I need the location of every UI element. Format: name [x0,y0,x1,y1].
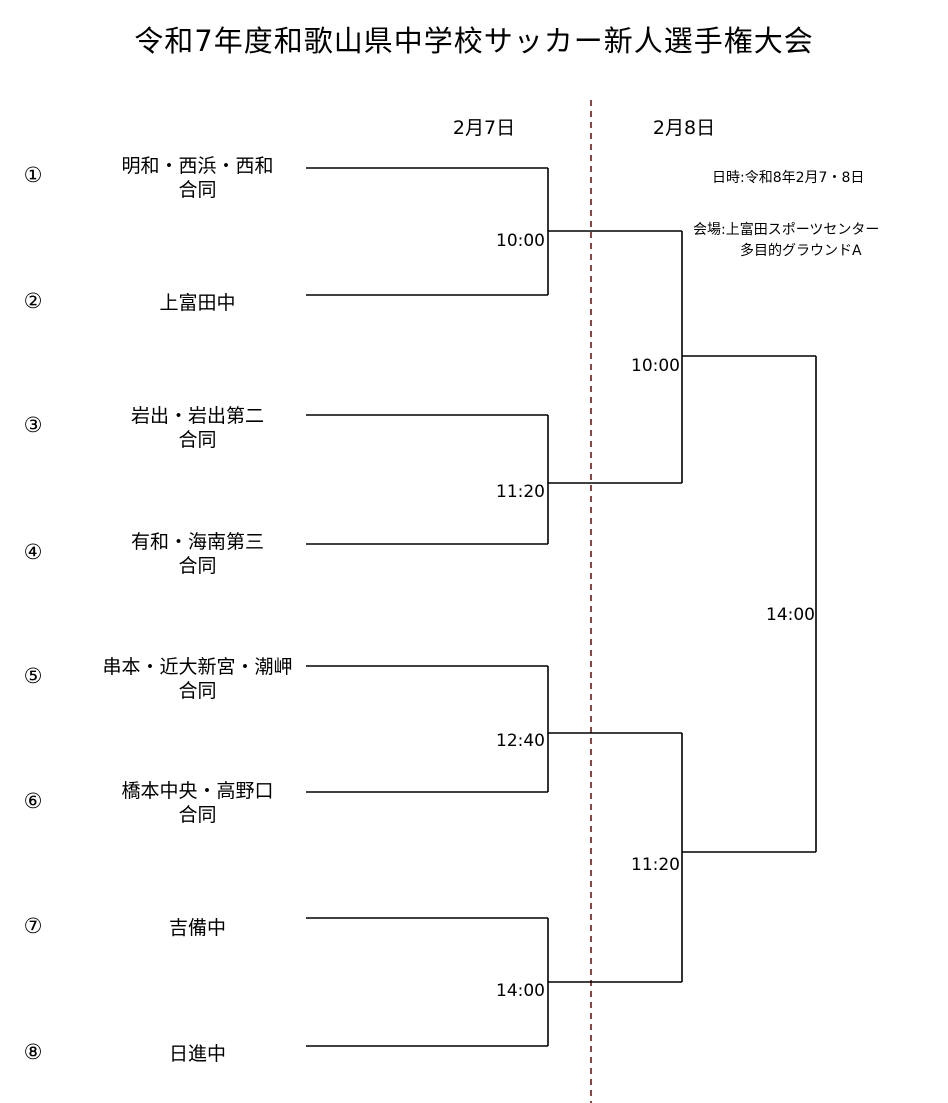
seed-6: ⑥ [23,789,43,813]
team-8-name: 日進中 [168,1043,226,1065]
team-4: 有和・海南第三 合同 [80,530,315,578]
match-time-r1-3: 12:40 [496,731,545,751]
match-time-sf-1: 10:00 [631,356,680,376]
team-4-name: 有和・海南第三 [130,531,264,553]
seed-4: ④ [23,540,43,564]
date-day1: 2月7日 [452,117,516,139]
team-3: 岩出・岩出第二 合同 [80,404,315,452]
team-1: 明和・西浜・西和 合同 [80,154,315,202]
seed-1: ① [23,163,43,187]
event-venue: 会場:上富田スポーツセンター [693,222,880,238]
date-day2: 2月8日 [652,117,716,139]
seed-7: ⑦ [23,914,43,938]
match-time-final: 14:00 [766,605,815,625]
team-5-name: 串本・近大新宮・潮岬 [102,656,293,678]
team-3-note: 合同 [178,429,217,451]
seed-8: ⑧ [23,1040,43,1064]
match-time-r1-4: 14:00 [496,981,545,1001]
team-6: 橋本中央・高野口 合同 [80,779,315,827]
match-time-r1-2: 11:20 [496,482,545,502]
page-title: 令和7年度和歌山県中学校サッカー新人選手権大会 [134,24,814,58]
team-8: 日進中 [80,1042,315,1066]
team-7: 吉備中 [80,916,315,940]
team-4-note: 合同 [178,555,217,577]
seed-5: ⑤ [23,664,43,688]
team-2-name: 上富田中 [159,292,236,314]
team-5: 串本・近大新宮・潮岬 合同 [80,655,315,703]
seed-2: ② [23,289,43,313]
match-time-sf-2: 11:20 [631,855,680,875]
team-3-name: 岩出・岩出第二 [130,405,264,427]
event-datetime: 日時:令和8年2月7・8日 [712,170,865,186]
team-1-name: 明和・西浜・西和 [121,155,274,177]
team-7-name: 吉備中 [168,917,226,939]
event-venue-detail: 多目的グラウンドA [740,243,862,259]
team-2: 上富田中 [80,291,315,315]
team-5-note: 合同 [178,680,217,702]
team-6-name: 橋本中央・高野口 [121,780,274,802]
team-6-note: 合同 [178,804,217,826]
seed-3: ③ [23,413,43,437]
match-time-r1-1: 10:00 [496,231,545,251]
team-1-note: 合同 [178,179,217,201]
